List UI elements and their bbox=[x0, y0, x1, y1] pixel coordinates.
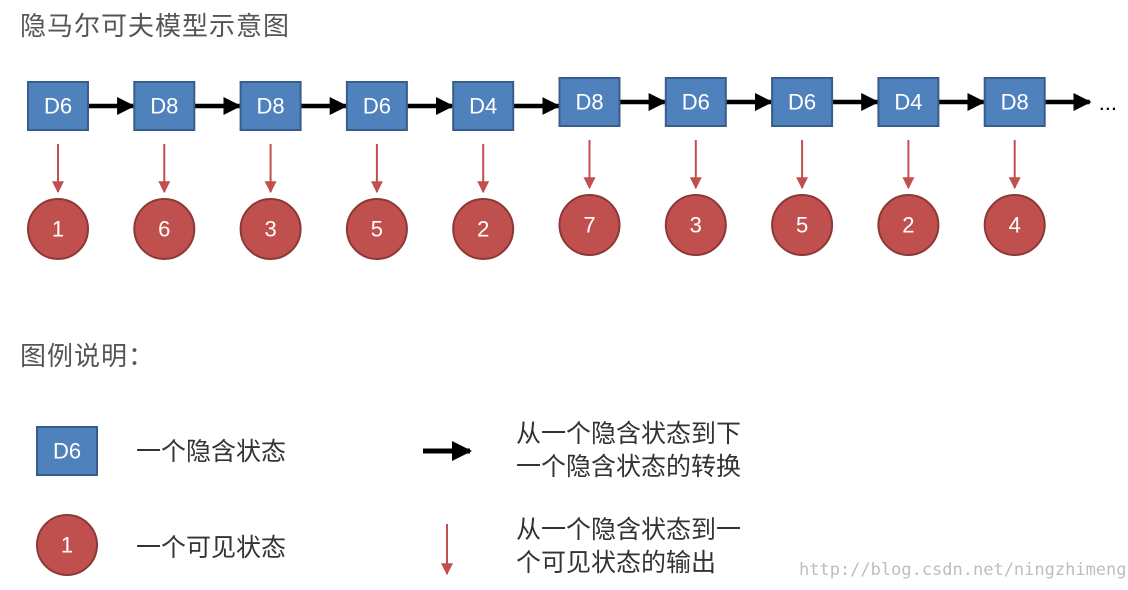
legend-transition-desc: 从一个隐含状态到下 一个隐含状态的转换 bbox=[516, 417, 741, 483]
legend-transition-desc-line2: 一个隐含状态的转换 bbox=[516, 452, 742, 481]
continuation-ellipsis: ... bbox=[1099, 90, 1117, 115]
observation-2 bbox=[133, 198, 196, 260]
hidden-state-7 bbox=[664, 77, 727, 127]
observation-6 bbox=[558, 194, 621, 256]
hidden-state-label-8: D6 bbox=[788, 90, 816, 115]
hidden-state-label-4: D6 bbox=[363, 94, 391, 119]
observation-7 bbox=[664, 194, 727, 256]
diagram-title: 隐马尔可夫模型示意图 bbox=[20, 12, 291, 42]
observation-10 bbox=[983, 194, 1046, 256]
hidden-state-1 bbox=[27, 81, 89, 131]
observation-label-6: 7 bbox=[583, 213, 595, 238]
observation-4 bbox=[345, 198, 408, 260]
hidden-state-3 bbox=[239, 81, 302, 131]
legend-title: 图例说明： bbox=[20, 342, 156, 372]
observation-8 bbox=[771, 194, 834, 256]
hidden-state-label-3: D8 bbox=[257, 94, 285, 119]
hidden-state-4 bbox=[345, 81, 408, 131]
observation-3 bbox=[239, 198, 302, 260]
observation-label-5: 2 bbox=[477, 217, 489, 242]
legend-emission-desc: 从一个隐含状态到一 个可见状态的输出 bbox=[516, 513, 741, 579]
hidden-state-label-10: D8 bbox=[1001, 90, 1029, 115]
hidden-state-10 bbox=[983, 77, 1046, 127]
watermark: http://blog.csdn.net/ningzhimeng bbox=[799, 560, 1127, 580]
observation-label-9: 2 bbox=[902, 213, 914, 238]
observation-5 bbox=[452, 198, 515, 260]
hidden-state-label-1: D6 bbox=[44, 94, 72, 119]
hidden-state-chain: D6 1 D8 6 D8 3 D6 5 D4 2 D8 7 D6 3 D6 5 D4 2 D8 4... bbox=[27, 77, 1117, 260]
hidden-state-label-9: D4 bbox=[894, 90, 922, 115]
hidden-state-9 bbox=[877, 77, 940, 127]
observation-label-4: 5 bbox=[371, 217, 383, 242]
hidden-state-label-6: D8 bbox=[575, 90, 603, 115]
legend-observation-desc: 一个可见状态 bbox=[136, 533, 287, 562]
hidden-state-2 bbox=[133, 81, 196, 131]
legend-emission-desc-line1: 从一个隐含状态到一 bbox=[516, 515, 742, 544]
observation-label-8: 5 bbox=[796, 213, 808, 238]
legend-observation-label: 1 bbox=[61, 533, 73, 558]
legend-state-label: D6 bbox=[53, 439, 81, 464]
hidden-state-label-7: D6 bbox=[682, 90, 710, 115]
legend-emission-desc-line2: 个可见状态的输出 bbox=[516, 548, 717, 577]
legend-state-box bbox=[36, 426, 98, 476]
observation-9 bbox=[877, 194, 940, 256]
observation-label-2: 6 bbox=[158, 217, 170, 242]
legend-hidden-state-desc: 一个隐含状态 bbox=[136, 437, 287, 466]
legend-graphics: D6 1 bbox=[36, 426, 472, 576]
observation-label-1: 1 bbox=[52, 217, 64, 242]
observation-1 bbox=[27, 198, 89, 260]
hidden-state-6 bbox=[558, 77, 621, 127]
observation-label-7: 3 bbox=[690, 213, 702, 238]
observation-label-10: 4 bbox=[1009, 213, 1021, 238]
hidden-state-label-5: D4 bbox=[469, 94, 497, 119]
observation-label-3: 3 bbox=[264, 217, 276, 242]
legend-transition-desc-line1: 从一个隐含状态到下 bbox=[516, 419, 742, 448]
hidden-state-8 bbox=[771, 77, 834, 127]
legend-observation-circle bbox=[36, 514, 98, 576]
hidden-state-5 bbox=[452, 81, 515, 131]
hidden-state-label-2: D8 bbox=[150, 94, 178, 119]
